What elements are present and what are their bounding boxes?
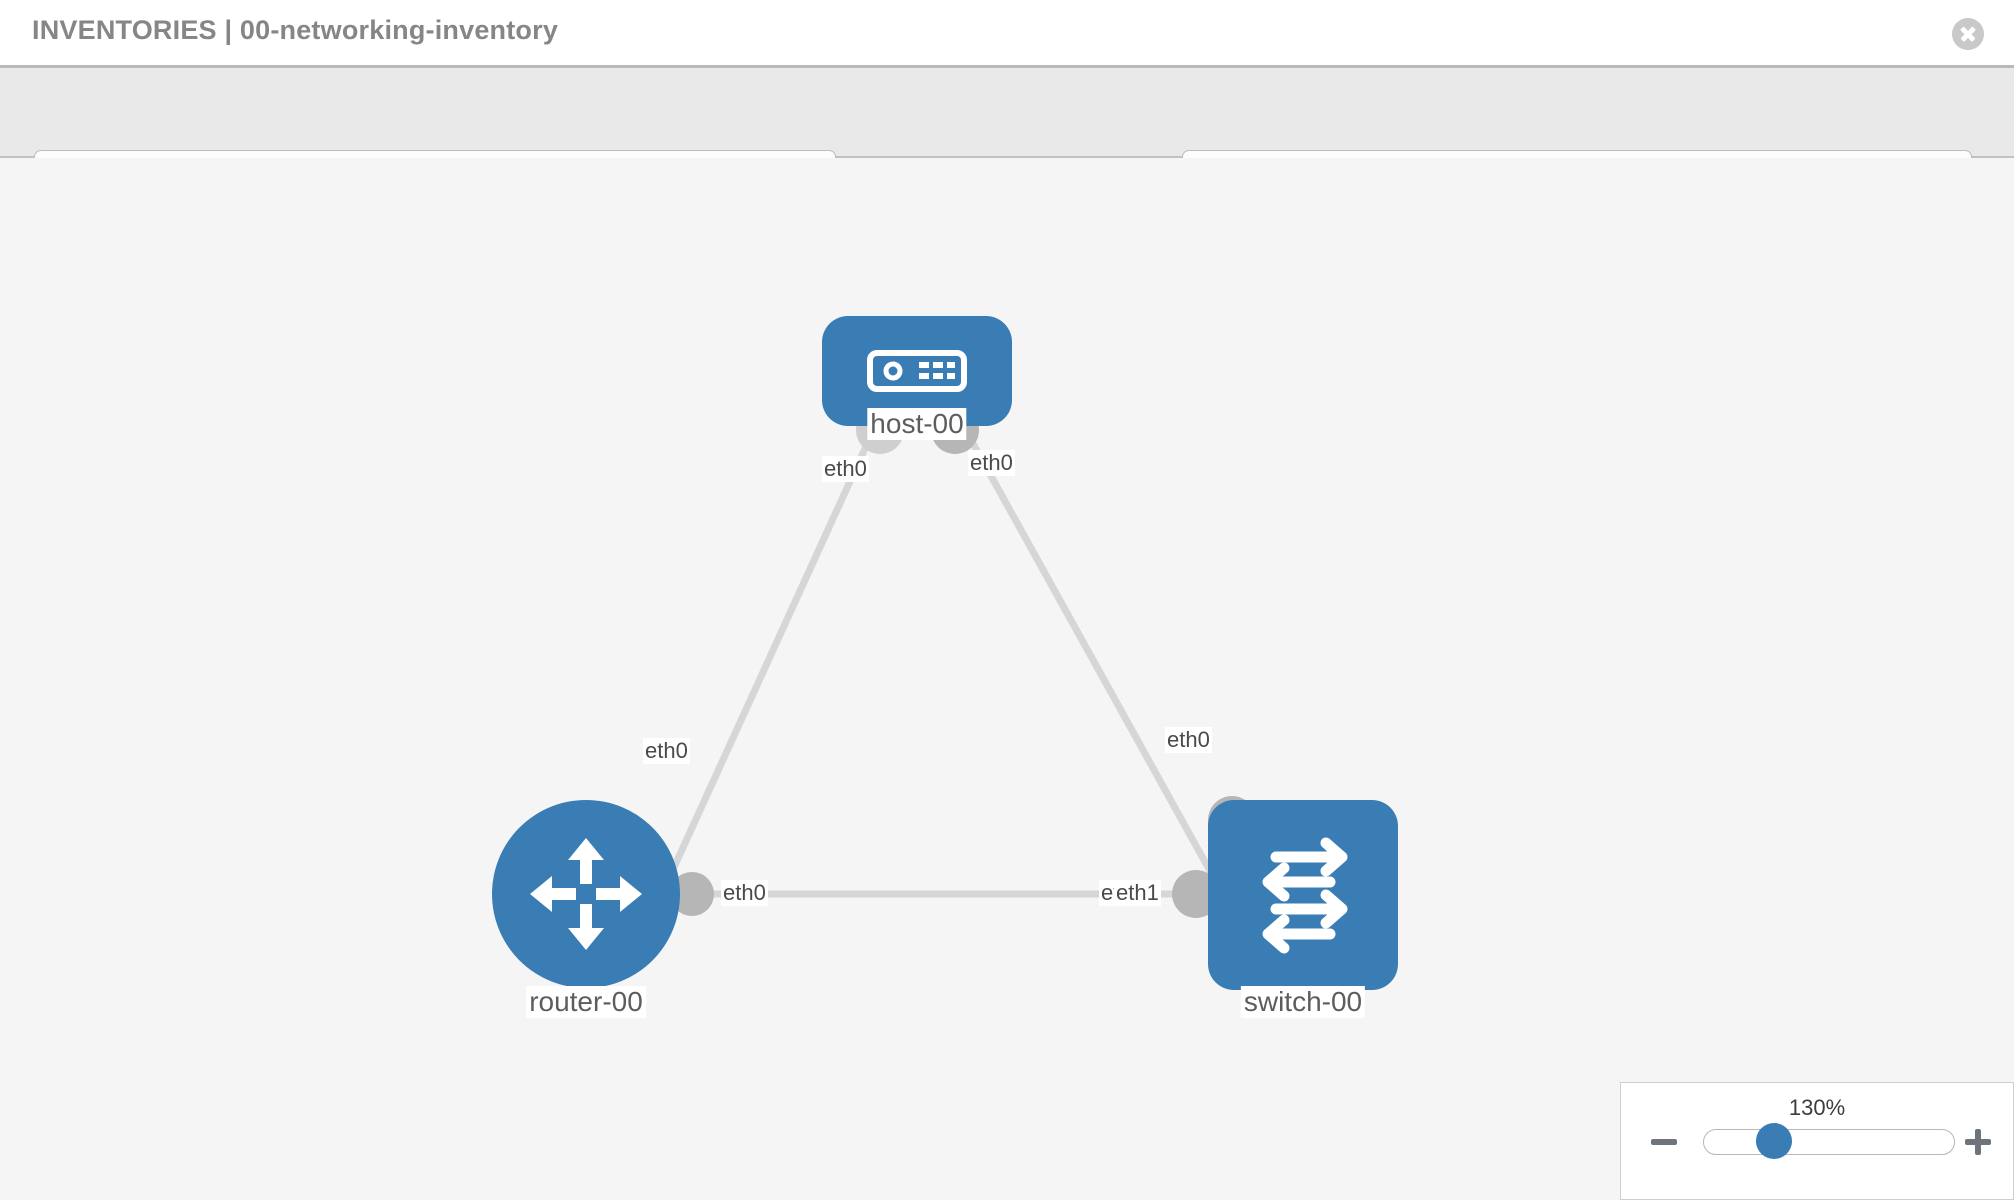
router-arrows-icon <box>530 838 642 950</box>
router-node-shape <box>492 800 680 988</box>
zoom-in-button[interactable] <box>1963 1127 1993 1157</box>
switch-node-label: switch-00 <box>1240 986 1366 1018</box>
iface-label-host-right: eth0 <box>968 450 1015 476</box>
server-icon <box>867 350 967 392</box>
router-node-label: router-00 <box>526 986 646 1018</box>
topology-canvas[interactable]: host-00 router-00 <box>0 158 2014 1200</box>
host-node-label: host-00 <box>867 408 967 440</box>
iface-label-router-right: eth0 <box>721 880 768 906</box>
topology-edges <box>656 406 1256 918</box>
close-icon[interactable] <box>1952 18 1984 50</box>
switch-node-shape <box>1208 800 1398 990</box>
zoom-out-button[interactable] <box>1649 1127 1679 1157</box>
iface-label-router-up: eth0 <box>643 738 690 764</box>
zoom-slider-track[interactable] <box>1703 1129 1955 1155</box>
zoom-level-label: 130% <box>1788 1095 1846 1120</box>
iface-label-switch-left-b: eth1 <box>1114 880 1161 906</box>
toolbar: ACTIONS SEARCH <box>0 68 2014 212</box>
page-title: INVENTORIES | 00-networking-inventory <box>32 15 559 45</box>
iface-label-switch-up: eth0 <box>1165 727 1212 753</box>
host-node-shape <box>822 316 1012 426</box>
iface-label-host-left: eth0 <box>822 456 869 482</box>
switch-arrows-icon <box>1262 837 1348 954</box>
zoom-slider-thumb[interactable] <box>1756 1123 1792 1159</box>
window-header: INVENTORIES | 00-networking-inventory <box>0 0 2014 68</box>
zoom-control-panel: 130% <box>1620 1082 2014 1200</box>
